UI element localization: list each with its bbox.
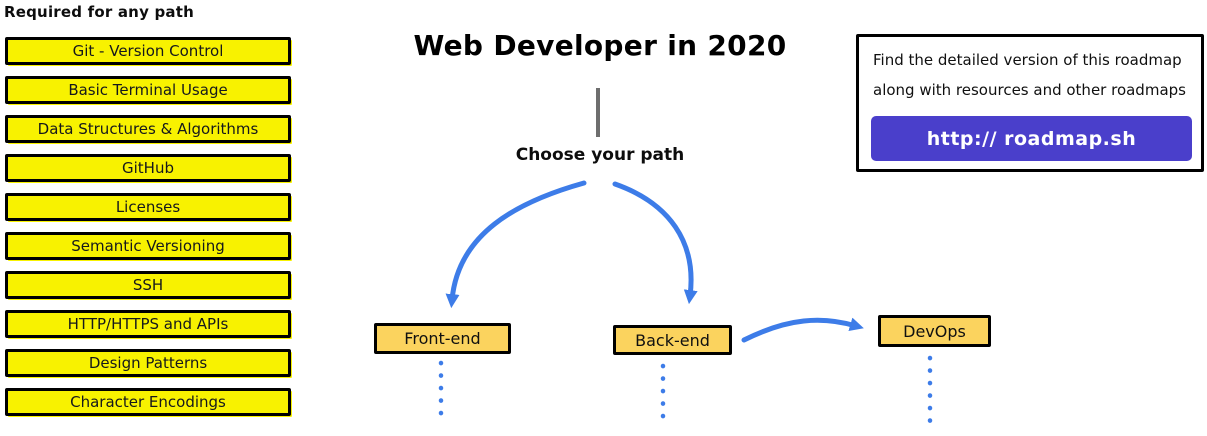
topic-semantic-versioning[interactable]: Semantic Versioning: [5, 232, 291, 260]
arrow-to-backend-icon: [612, 181, 698, 305]
info-text-line1: Find the detailed version of this roadma…: [873, 51, 1182, 69]
topic-basic-terminal-usage[interactable]: Basic Terminal Usage: [5, 76, 291, 104]
topic-licenses[interactable]: Licenses: [5, 193, 291, 221]
arrow-backend-to-devops-icon: [741, 317, 864, 343]
topic-github[interactable]: GitHub: [5, 154, 291, 182]
path-node-frontend[interactable]: Front-end: [374, 323, 511, 354]
info-text-line2: along with resources and other roadmaps: [873, 81, 1186, 99]
path-node-devops[interactable]: DevOps: [878, 315, 991, 347]
required-topics-list: Git - Version Control Basic Terminal Usa…: [5, 37, 291, 416]
topic-character-encodings[interactable]: Character Encodings: [5, 388, 291, 416]
topic-ssh[interactable]: SSH: [5, 271, 291, 299]
topic-http-https-apis[interactable]: HTTP/HTTPS and APIs: [5, 310, 291, 338]
topic-git-version-control[interactable]: Git - Version Control: [5, 37, 291, 65]
roadmap-url-button[interactable]: http:// roadmap.sh: [871, 116, 1192, 161]
choose-your-path-label: Choose your path: [515, 145, 685, 165]
info-text: Find the detailed version of this roadma…: [873, 45, 1186, 105]
sidebar-title: Required for any path: [4, 3, 194, 21]
topic-design-patterns[interactable]: Design Patterns: [5, 349, 291, 377]
path-node-backend[interactable]: Back-end: [613, 325, 732, 355]
topic-data-structures-algorithms[interactable]: Data Structures & Algorithms: [5, 115, 291, 143]
page-title: Web Developer in 2020: [413, 29, 787, 62]
roadmap-info-box: Find the detailed version of this roadma…: [856, 34, 1204, 172]
arrow-to-frontend-icon: [445, 180, 587, 309]
